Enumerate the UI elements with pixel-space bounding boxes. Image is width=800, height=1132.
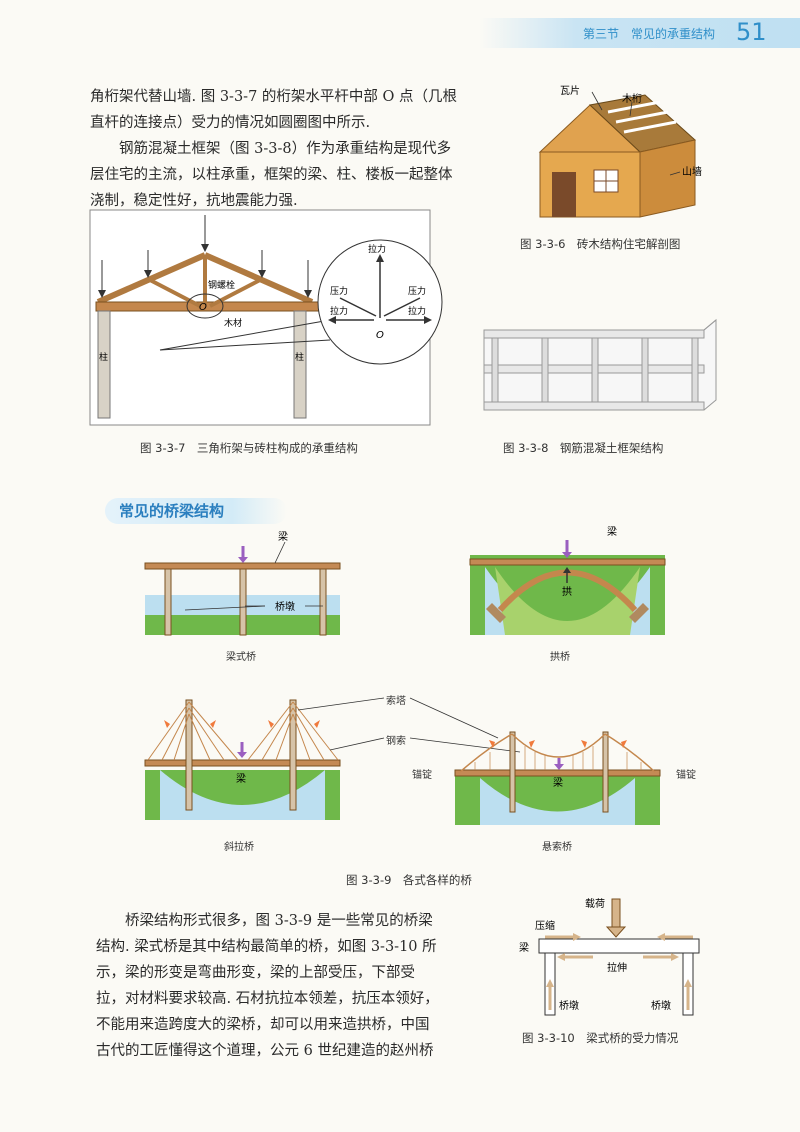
label-tension: 拉伸	[607, 961, 627, 974]
label-arch: 拱	[562, 585, 572, 598]
label-tile: 瓦片	[560, 84, 580, 97]
text-line: 钢筋混凝土框架（图 3-3-8）作为承重结构是现代多	[90, 141, 452, 157]
label-beam: 梁	[519, 941, 529, 954]
text-line: 拉，对材料要求较高. 石材抗拉本领差，抗压本领好，	[96, 991, 439, 1007]
label-steel-bolt: 钢螺栓	[208, 279, 235, 291]
section-header: 第三节 常见的承重结构	[583, 27, 716, 41]
label-cable: 钢索	[386, 736, 406, 747]
text-line: 不能用来造跨度大的梁桥，却可以用来造拱桥，中国	[96, 1017, 430, 1033]
caption-fig-3-3-8: 图 3-3-8 钢筋混凝土框架结构	[503, 441, 664, 455]
label-purlin: 木桁	[622, 92, 642, 105]
page-number: 51	[736, 18, 767, 46]
suspension-bridge-figure: 梁	[454, 731, 661, 825]
label-anchor-left: 锚锭	[412, 770, 432, 781]
cable-stayed-bridge-figure: 梁	[144, 699, 341, 820]
label-tension-right: 拉力	[408, 305, 426, 317]
beam-force-figure: 载荷 压缩 梁 拉伸 桥墩 桥墩	[519, 898, 700, 1016]
text-line: 直杆的连接点）受力的情况如圆圈图中所示.	[90, 115, 371, 131]
suspension-bridge-name: 悬索桥	[542, 842, 572, 853]
brick-house-figure: 瓦片 木桁 山墙	[538, 84, 702, 218]
paragraph-1: 角桁架代替山墙. 图 3-3-7 的桁架水平杆中部 O 点（几根 直杆的连接点）…	[90, 84, 510, 214]
label-beam: 梁	[553, 776, 563, 789]
text-line: 古代的工匠懂得这个道理，公元 6 世纪建造的赵州桥	[96, 1043, 434, 1059]
label-compress: 压缩	[535, 919, 555, 932]
caption-fig-3-3-6: 图 3-3-6 砖木结构住宅解剖图	[520, 237, 681, 251]
label-tension-top: 拉力	[368, 243, 386, 255]
concrete-frame-figure	[483, 318, 717, 411]
paragraph-3: 桥梁结构形式很多，图 3-3-9 是一些常见的桥梁 结构. 梁式桥是其中结构最简…	[96, 908, 506, 1064]
truss-figure: 钢螺栓 木材 O 柱 柱 拉力 压力 压力 拉力 拉力 O	[89, 209, 443, 426]
label-beam: 梁	[607, 525, 617, 538]
label-column-right: 柱	[295, 351, 304, 363]
beam-bridge-name: 梁式桥	[226, 652, 256, 663]
label-beam: 梁	[278, 530, 288, 543]
text-line: 桥梁结构形式很多，图 3-3-9 是一些常见的桥梁	[96, 913, 433, 929]
label-point-o: O	[199, 302, 207, 313]
text-line: 角桁架代替山墙. 图 3-3-7 的桁架水平杆中部 O 点（几根	[90, 89, 458, 105]
section-title: 常见的桥梁结构	[105, 498, 287, 524]
label-gable: 山墙	[682, 165, 702, 178]
label-load: 载荷	[585, 898, 605, 910]
header-band	[480, 18, 800, 48]
caption-fig-3-3-9: 图 3-3-9 各式各样的桥	[346, 873, 472, 887]
label-tension-left: 拉力	[330, 305, 348, 317]
text-line: 示，梁的形变是弯曲形变，梁的上部受压，下部受	[96, 965, 415, 981]
text-line: 浇制，稳定性好，抗地震能力强.	[90, 193, 298, 209]
label-circle-o: O	[376, 330, 384, 341]
cable-stayed-bridge-name: 斜拉桥	[224, 842, 254, 853]
label-wood: 木材	[224, 317, 242, 329]
text-line: 结构. 梁式桥是其中结构最简单的桥，如图 3-3-10 所	[96, 939, 437, 955]
label-beam: 梁	[236, 772, 246, 785]
label-anchor-right: 锚锭	[676, 770, 696, 781]
label-pier-right: 桥墩	[651, 999, 671, 1012]
caption-fig-3-3-10: 图 3-3-10 梁式桥的受力情况	[522, 1031, 679, 1045]
label-pressure-right: 压力	[408, 285, 426, 297]
text-line: 层住宅的主流，以柱承重，框架的梁、柱、楼板一起整体	[90, 167, 453, 183]
label-column-left: 柱	[99, 351, 108, 363]
caption-fig-3-3-7: 图 3-3-7 三角桁架与砖柱构成的承重结构	[140, 441, 358, 455]
label-pressure-left: 压力	[330, 285, 348, 297]
label-pier-left: 桥墩	[559, 999, 579, 1012]
arch-bridge-name: 拱桥	[550, 652, 570, 663]
arch-bridge-figure: 梁 拱	[469, 525, 666, 635]
label-tower: 索塔	[386, 696, 406, 707]
label-pier: 桥墩	[275, 600, 295, 613]
beam-bridge-figure: 梁 桥墩	[144, 530, 341, 636]
